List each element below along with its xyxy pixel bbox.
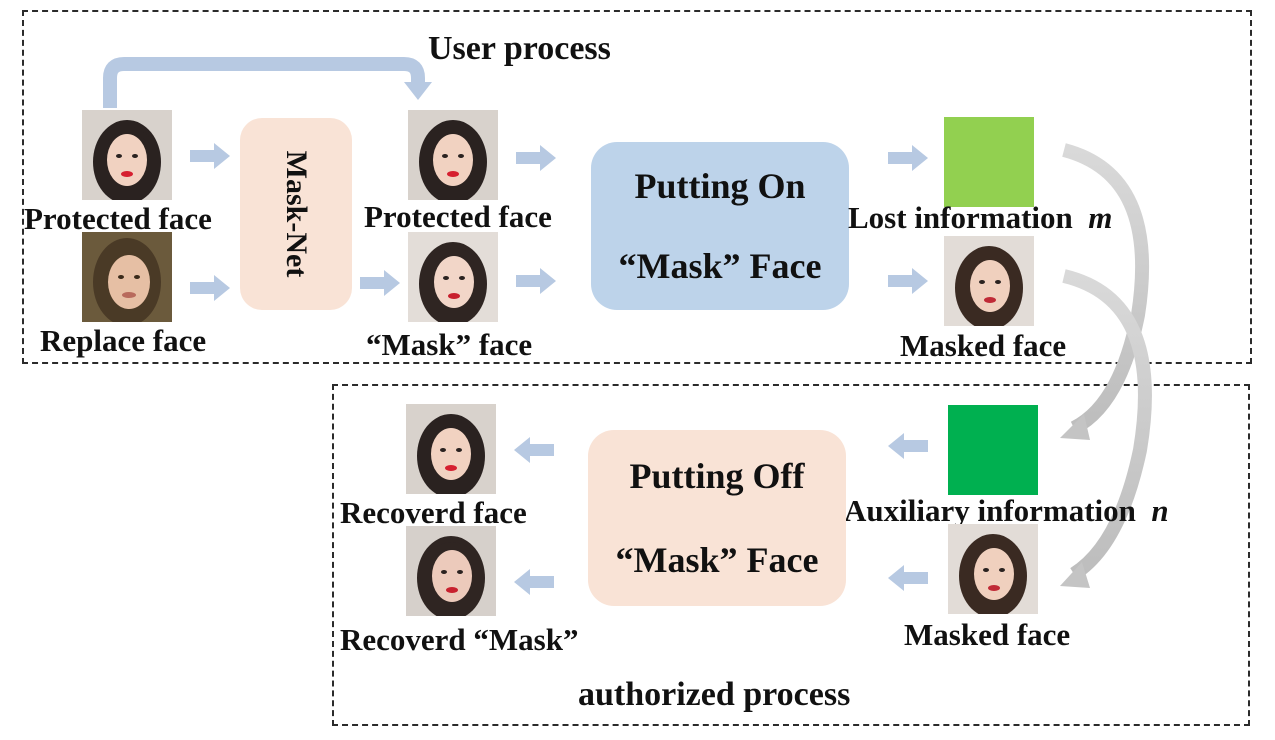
mask-face-image [408,232,498,322]
arrow-masknet-to-mask-face [360,270,400,296]
recovered-mask-label: Recoverd “Mask” [340,622,579,657]
user-process-title: User process [428,30,611,67]
lost-information-text: Lost information [848,200,1073,235]
putting-on-line-2: “Mask” Face [618,246,822,286]
putting-off-line-1: Putting Off [629,456,805,496]
protected-face-mid-image [408,110,498,200]
arrow-replace-to-masknet [190,275,230,301]
putting-off-line-2: “Mask” Face [615,540,819,580]
putting-on-line-1: Putting On [634,166,806,206]
protected-face-input-image [82,110,172,200]
masked-face-bottom-image [948,524,1038,614]
mask-net-label: Mask-Net [280,150,313,278]
recovered-face-label: Recoverd face [340,495,527,530]
user-process-frame [22,10,1252,364]
mask-net-block: Mask-Net [240,118,352,310]
lost-information-square [944,117,1034,207]
lost-information-label: Lost information m [848,202,1112,233]
arrow-protected-to-masknet [190,143,230,169]
protected-face-input-label: Protected face [24,201,212,236]
replace-face-image [82,232,172,322]
recovered-mask-image [406,526,496,616]
arrow-putting-on-to-lost-info [888,145,928,171]
authorized-process-frame [332,384,1250,726]
protected-face-mid-label: Protected face [364,199,552,234]
arrow-putting-on-to-masked-face [888,268,928,294]
masked-face-top-label: Masked face [900,328,1067,363]
replace-face-label: Replace face [40,323,207,358]
putting-off-box: Putting Off “Mask” Face [588,430,846,606]
auxiliary-information-square [948,405,1038,495]
lost-information-variable: m [1088,200,1113,235]
arrow-putting-off-to-recovered-mask [514,569,554,595]
masked-face-bottom-label: Masked face [904,617,1071,652]
arrow-mask-face-to-putting-on [516,268,556,294]
mask-face-label: “Mask” face [366,327,533,362]
masked-face-top-image [944,236,1034,326]
arrow-aux-to-putting-off [888,433,928,459]
authorized-process-title: authorized process [578,676,851,713]
auxiliary-information-text: Auxiliary information [844,493,1136,528]
arrow-masked-to-putting-off [888,565,928,591]
auxiliary-information-label: Auxiliary information n [844,495,1169,526]
putting-on-box: Putting On “Mask” Face [591,142,849,310]
arrow-putting-off-to-recovered-face [514,437,554,463]
recovered-face-image [406,404,496,494]
arrow-protected-to-putting-on [516,145,556,171]
auxiliary-information-variable: n [1151,493,1169,528]
